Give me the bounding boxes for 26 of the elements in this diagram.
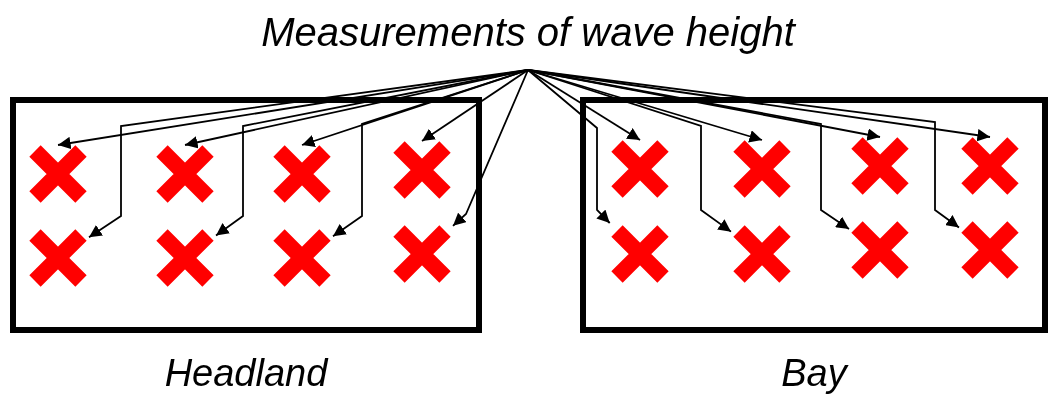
region-label: Bay [781, 351, 847, 395]
cross-mark [849, 135, 911, 197]
cross-mark [731, 223, 793, 285]
arrow [88, 69, 529, 239]
cross-mark [959, 219, 1021, 281]
arrow [527, 69, 611, 224]
arrow [215, 69, 529, 237]
cross-mark [27, 227, 89, 289]
heading: Measurements of wave height [200, 4, 856, 70]
arrow [527, 69, 960, 229]
cross-mark [391, 223, 453, 285]
cross-mark [154, 143, 216, 205]
cross-mark [609, 223, 671, 285]
arrow [332, 69, 529, 238]
cross-mark [609, 138, 671, 200]
cross-mark [154, 227, 216, 289]
arrow [421, 69, 529, 142]
cross-mark [27, 143, 89, 205]
arrow [452, 69, 529, 227]
region-label: Headland [164, 351, 328, 395]
cross-mark [731, 138, 793, 200]
cross-mark [959, 135, 1021, 197]
cross-mark [849, 219, 911, 281]
cross-mark [391, 139, 453, 201]
cross-mark [271, 143, 333, 205]
cross-mark [271, 227, 333, 289]
